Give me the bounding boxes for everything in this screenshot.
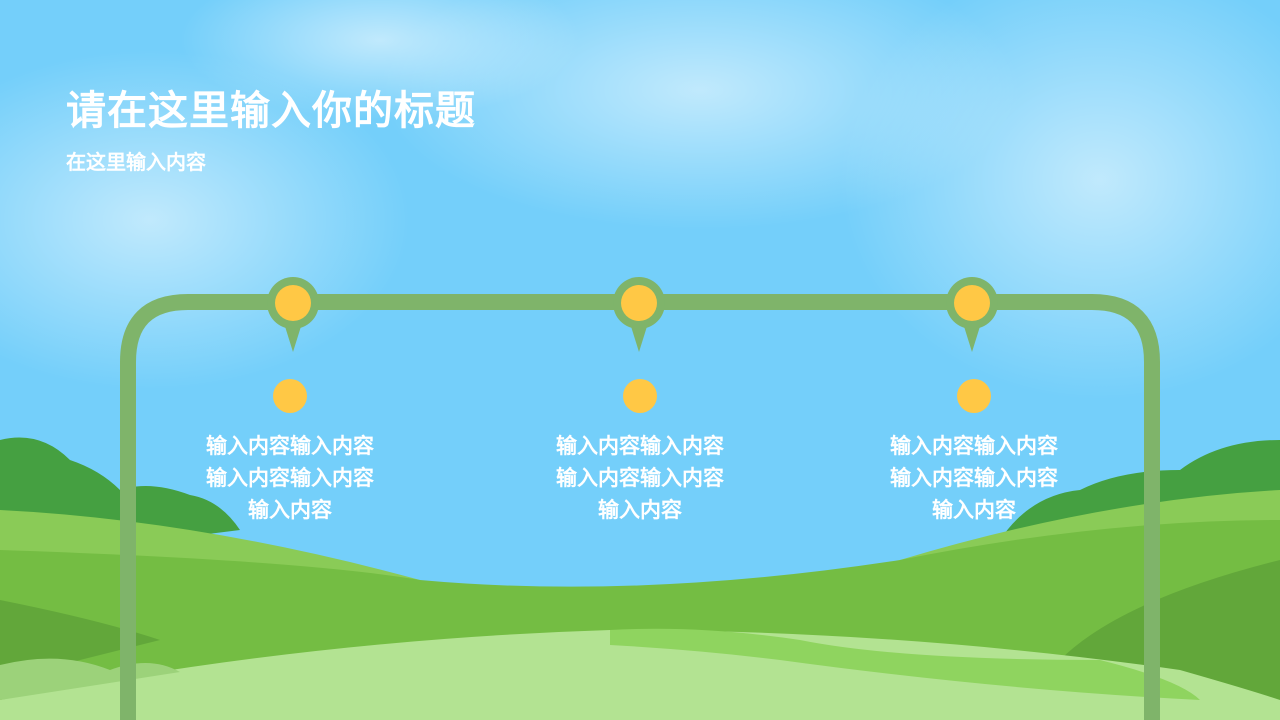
pin-marker-3 bbox=[946, 277, 998, 352]
content-block-3: 输入内容输入内容 输入内容输入内容 输入内容 bbox=[844, 430, 1104, 526]
pin-marker-1 bbox=[267, 277, 319, 352]
content-block-2: 输入内容输入内容 输入内容输入内容 输入内容 bbox=[510, 430, 770, 526]
content-line: 输入内容 bbox=[248, 498, 332, 522]
slide-title: 请在这里输入你的标题 bbox=[66, 88, 476, 134]
bullet-dots bbox=[273, 379, 991, 413]
content-line: 输入内容输入内容 bbox=[890, 466, 1058, 490]
content-line: 输入内容 bbox=[598, 498, 682, 522]
content-line: 输入内容 bbox=[932, 498, 1016, 522]
bullet-dot-1 bbox=[273, 379, 307, 413]
content-block-1: 输入内容输入内容 输入内容输入内容 输入内容 bbox=[160, 430, 420, 526]
pin-marker-2 bbox=[613, 277, 665, 352]
pin-markers bbox=[267, 277, 998, 352]
content-line: 输入内容输入内容 bbox=[206, 434, 374, 458]
bullet-dot-3 bbox=[957, 379, 991, 413]
bullet-dot-2 bbox=[623, 379, 657, 413]
content-line: 输入内容输入内容 bbox=[890, 434, 1058, 458]
slide-subtitle: 在这里输入内容 bbox=[66, 150, 206, 174]
hills bbox=[0, 437, 1280, 720]
content-line: 输入内容输入内容 bbox=[556, 434, 724, 458]
content-line: 输入内容输入内容 bbox=[556, 466, 724, 490]
content-line: 输入内容输入内容 bbox=[206, 466, 374, 490]
